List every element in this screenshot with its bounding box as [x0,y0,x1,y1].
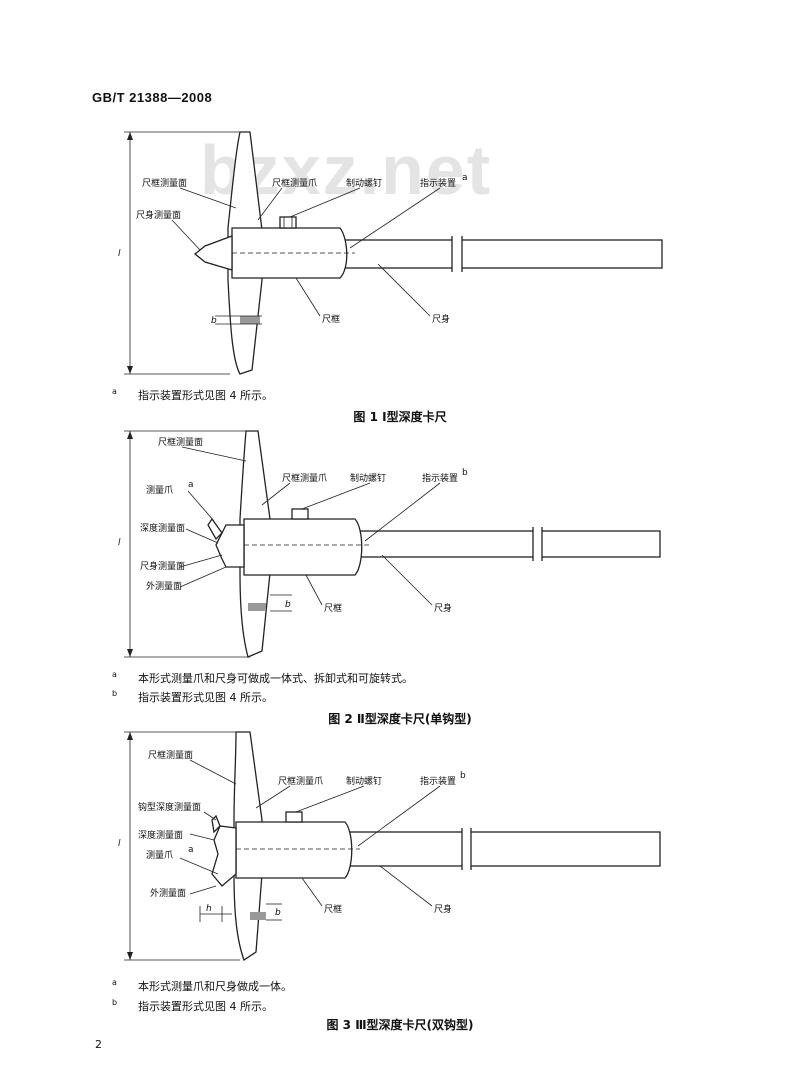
fig2-caption: 图 2 Ⅱ型深度卡尺(单钩型) [328,712,472,726]
fig2-label-outer-face: 外测量面 [146,580,182,592]
fig3-label-frame: 尺框 [324,903,342,915]
fig3-dim-h: h [206,904,212,914]
fig3-label-indicator: 指示装置 [420,775,456,787]
fig3-caption: 图 3 Ⅲ型深度卡尺(双钩型) [326,1018,474,1032]
fig3-indicator-mark: b [460,771,466,781]
fig2-label-beam: 尺身 [434,602,452,614]
fig3-jaw-mark: a [188,845,194,855]
fig1-dim-b: b [211,316,217,326]
fig3-dim-b: b [275,908,281,918]
fig2-label-frame: 尺框 [324,602,342,614]
figure-1-drawing: l b 尺框测量面 尺框测量爪 制动螺钉 指示装置 a 尺身测量面 尺框 尺身 [118,131,663,375]
fig2-dim-l: l [118,538,121,548]
figure-3-drawing: l h b 尺框测量面 尺框测量爪 制动螺钉 指示装置 b 钩型深度测量面 深度… [118,731,661,962]
fig1-label-beam: 尺身 [432,313,450,325]
fig2-dim-b: b [285,600,291,610]
page-number: 2 [95,1038,102,1051]
fig1-label-lock-screw: 制动螺钉 [346,177,382,189]
fig3-dim-l: l [118,839,121,849]
fig1-label-frame: 尺框 [322,313,340,325]
fig2-label-depth-face: 深度测量面 [140,522,185,534]
fig2-label-lock-screw: 制动螺钉 [350,472,386,484]
figure-2-drawing: l b 尺框测量面 尺框测量爪 制动螺钉 指示装置 b 测量爪 a 深度测量面 … [118,430,661,658]
fig3-label-beam: 尺身 [434,903,452,915]
fig2-indicator-mark: b [462,468,468,478]
fig2-label-indicator: 指示装置 [422,472,458,484]
fig1-caption: 图 1 Ⅰ型深度卡尺 [353,410,447,424]
fig3-label-outer-face: 外测量面 [150,887,186,899]
fig2-label-frame-jaw: 尺框测量爪 [282,472,327,484]
fig1-label-indicator: 指示装置 [420,177,456,189]
fig3-label-frame-face: 尺框测量面 [148,749,193,761]
fig1-label-frame-jaw: 尺框测量爪 [272,177,317,189]
fig1-label-beam-face: 尺身测量面 [136,209,181,221]
fig3-label-lock-screw: 制动螺钉 [346,775,382,787]
fig1-dim-l: l [118,249,121,259]
fig2-jaw-mark: a [188,480,194,490]
fig3-label-hook-face: 钩型深度测量面 [138,801,201,813]
standard-code: GB/T 21388—2008 [92,90,213,105]
fig2-label-beam-face: 尺身测量面 [140,560,185,572]
fig3-label-depth-face: 深度测量面 [138,829,183,841]
fig3-label-jaw: 测量爪 [146,850,173,861]
fig1-label-frame-face: 尺框测量面 [142,177,187,189]
fig2-label-jaw: 测量爪 [146,485,173,496]
fig1-indicator-mark: a [462,173,468,183]
fig2-label-frame-face: 尺框测量面 [158,436,203,448]
fig3-label-frame-jaw: 尺框测量爪 [278,775,323,787]
